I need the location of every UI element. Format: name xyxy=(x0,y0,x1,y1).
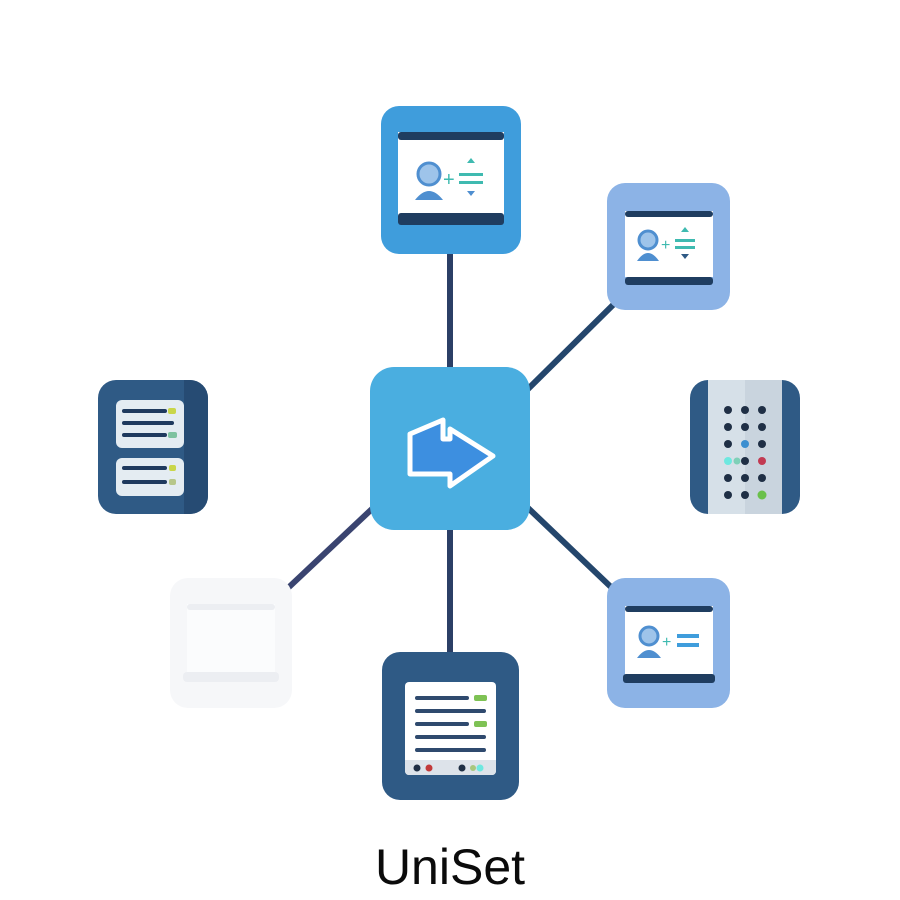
node-bottom-left[interactable] xyxy=(170,578,292,708)
user-plus-equals-icon: + xyxy=(637,625,699,658)
node-top[interactable]: + xyxy=(381,106,521,254)
document-list-icon xyxy=(413,695,487,772)
server-panel-dots-icon xyxy=(724,406,767,500)
edge-hub-bottom-right xyxy=(524,504,615,591)
node-bottom[interactable] xyxy=(382,652,519,800)
svg-text:+: + xyxy=(662,634,671,651)
edge-hub-bottom-left xyxy=(285,505,376,591)
node-right[interactable] xyxy=(690,380,800,514)
hub-node[interactable] xyxy=(370,367,530,530)
svg-text:+: + xyxy=(661,237,670,254)
node-top-right[interactable]: + xyxy=(607,183,730,310)
edge-hub-top-right xyxy=(524,300,618,393)
user-plus-sort-icon: + xyxy=(415,158,483,200)
svg-text:+: + xyxy=(443,169,455,191)
node-bottom-right[interactable]: + xyxy=(607,578,730,708)
server-rack-icon xyxy=(122,408,177,485)
user-plus-sort-icon: + xyxy=(637,227,695,261)
node-left[interactable] xyxy=(98,380,208,514)
diagram-title: UniSet xyxy=(374,839,526,895)
share-arrow-icon xyxy=(407,417,496,489)
